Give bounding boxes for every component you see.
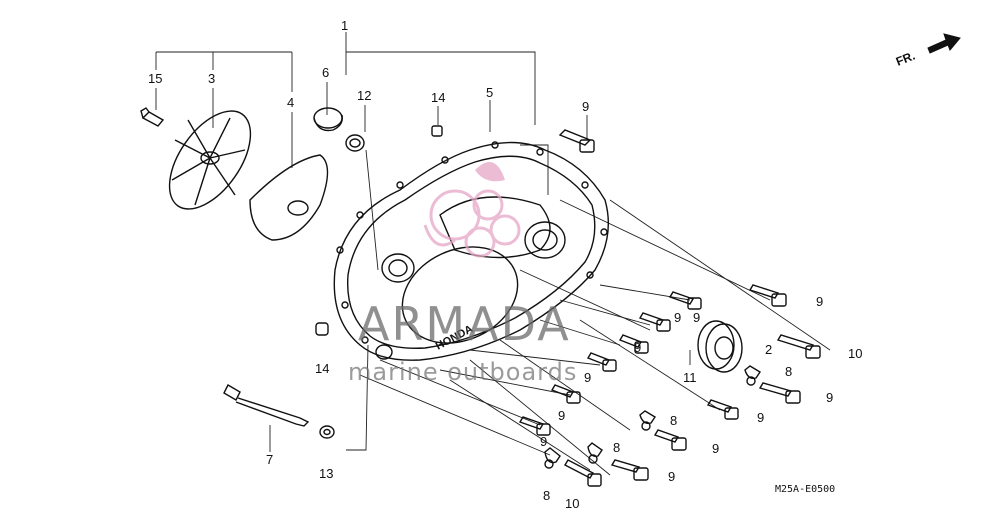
label-part-8-a: 8: [785, 364, 792, 379]
pulley-part-2: [697, 320, 743, 373]
bolt-part-10-b: [564, 459, 602, 487]
bolt-part-9-k: [610, 459, 649, 481]
bolt-part-9-e: [586, 352, 617, 372]
dowel-pin-part-14-upper: [431, 125, 443, 137]
label-part-9-k: 9: [668, 469, 675, 484]
watermark-tagline: marine outboards: [348, 358, 577, 386]
clamp-part-8-b: [639, 410, 656, 431]
impeller-part-3: [168, 110, 252, 210]
front-arrow-icon: [927, 33, 961, 54]
label-part-7: 7: [266, 452, 273, 467]
cover-plate-part-4: [249, 154, 329, 241]
label-part-11: 11: [683, 370, 697, 385]
watermark: ARMADA marine outboards: [348, 162, 577, 386]
label-part-10-a: 10: [848, 346, 862, 361]
bolt-part-9-h: [758, 382, 801, 404]
label-part-9-f: 9: [558, 408, 565, 423]
label-part-15: 15: [148, 71, 162, 86]
label-part-9-j: 9: [712, 441, 719, 456]
bolt-part-15: [140, 107, 165, 127]
label-part-8-b: 8: [670, 413, 677, 428]
bolt-part-9-d: [618, 334, 649, 354]
clamp-part-8-a: [744, 365, 761, 386]
label-part-13: 13: [319, 466, 333, 481]
bolt-part-9-f: [550, 384, 581, 404]
bolt-part-10-a: [776, 334, 821, 359]
label-part-1: 1: [341, 18, 348, 33]
label-part-10-b: 10: [565, 496, 579, 511]
label-part-5: 5: [486, 85, 493, 100]
label-part-9-a: 9: [816, 294, 823, 309]
part-labels: 1 15 3 4 6 12 14 5 9 14 7 13 9 10 2 11 8…: [148, 18, 862, 511]
clamp-part-8-c: [587, 442, 603, 464]
bolt-part-9-top: [558, 129, 595, 153]
bolt-part-9-i: [706, 399, 739, 420]
label-part-14-upper: 14: [431, 90, 445, 105]
label-part-9-h: 9: [826, 390, 833, 405]
leader-lines: [155, 32, 831, 476]
label-part-9-top: 9: [582, 99, 589, 114]
clamp-part-8-d: [544, 447, 561, 469]
o-ring-part-12: [345, 134, 365, 152]
bolt-part-9-g: [518, 416, 551, 436]
label-part-12: 12: [357, 88, 371, 103]
label-part-8-d: 8: [543, 488, 550, 503]
bolt-part-9-j: [653, 429, 687, 451]
label-part-8-c: 8: [613, 440, 620, 455]
front-direction-label: FR.: [894, 49, 917, 69]
label-part-14-lower: 14: [315, 361, 329, 376]
front-direction-indicator: FR.: [894, 33, 961, 69]
bolt-part-9-a: [748, 284, 787, 307]
label-part-6: 6: [322, 65, 329, 80]
diagram-code: M25A-E0500: [775, 484, 835, 495]
label-part-9-b: 9: [674, 310, 681, 325]
bolt-part-9-c: [638, 312, 671, 332]
label-part-9-d: 9: [634, 340, 641, 355]
label-part-9-c: 9: [693, 310, 700, 325]
cap-part-6: [313, 107, 343, 132]
label-part-4: 4: [287, 95, 294, 110]
label-part-9-e: 9: [584, 370, 591, 385]
watermark-flower-icon: [423, 162, 521, 258]
label-part-3: 3: [208, 71, 215, 86]
label-part-9-i: 9: [757, 410, 764, 425]
dowel-pin-part-14-lower: [315, 322, 329, 336]
watermark-brand: ARMADA: [358, 297, 571, 351]
label-part-2: 2: [765, 342, 772, 357]
dipstick-part-7: [223, 384, 310, 427]
washer-part-13: [319, 425, 335, 439]
label-part-9-g: 9: [540, 434, 547, 449]
bolt-part-9-b: [668, 291, 702, 310]
